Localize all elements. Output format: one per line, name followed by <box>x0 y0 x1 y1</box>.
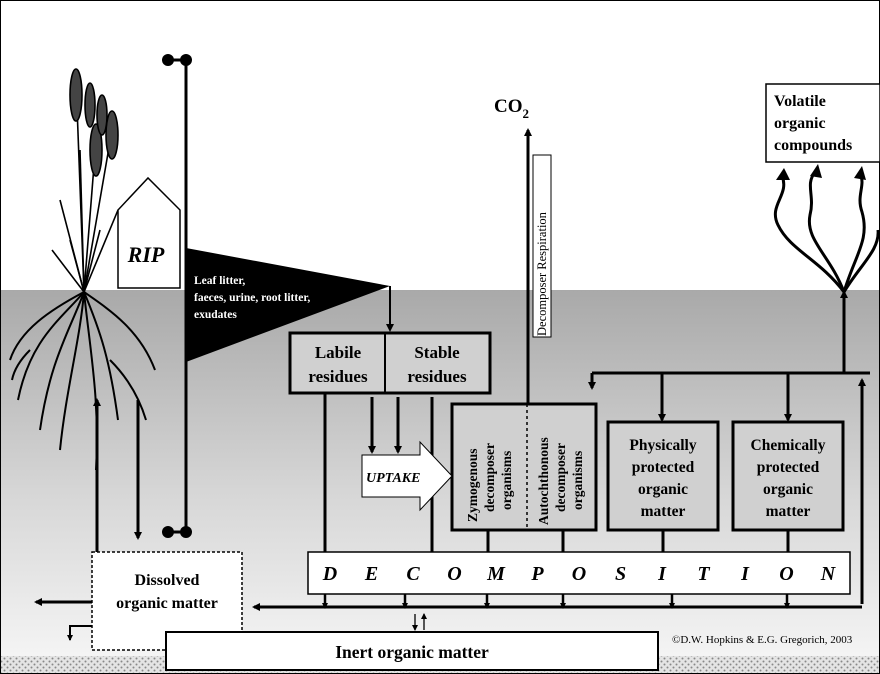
litter-line-3: exudates <box>194 309 237 321</box>
stable-line-2: residues <box>407 367 467 386</box>
decomposition-letter: D <box>322 563 337 585</box>
rip-tombstone-icon: RIP <box>117 176 181 289</box>
chemical-line-4: matter <box>766 503 811 520</box>
decomposition-letter: I <box>657 563 667 585</box>
physical-line-4: matter <box>641 503 686 520</box>
volatile-line-1: Volatile <box>774 93 826 110</box>
dissolved-line-2: organic matter <box>116 595 218 612</box>
respiration-label: Decomposer Respiration <box>535 211 549 336</box>
stable-line-1: Stable <box>414 343 460 362</box>
decomposition-letter: P <box>530 563 544 585</box>
decomposition-letter: S <box>615 563 626 585</box>
decomposition-letter: N <box>820 563 837 585</box>
co2-output: CO2 Decomposer Respiration <box>494 96 552 404</box>
residues-box: Labile residues Stable residues <box>288 331 492 395</box>
volatile-line-2: organic <box>774 115 826 132</box>
decomposition-letter: T <box>697 563 710 585</box>
physical-line-2: protected <box>632 459 695 476</box>
decomposer-organisms-box: Zymogenous decomposer organisms Autochth… <box>450 402 598 532</box>
labile-line-1: Labile <box>315 343 362 362</box>
labile-line-2: residues <box>308 367 368 386</box>
decomposition-letter: E <box>364 563 378 585</box>
decomposition-letter: I <box>740 563 750 585</box>
litter-line-2: faeces, urine, root litter, <box>194 292 310 304</box>
physical-line-3: organic <box>638 481 688 498</box>
physically-protected-box: Physically protected organic matter <box>606 420 720 532</box>
uptake-label: UPTAKE <box>366 471 420 486</box>
chemically-protected-box: Chemically protected organic matter <box>731 420 845 532</box>
zymogenous-line-2: decomposer <box>482 443 497 512</box>
autochthonous-line-1: Autochthonous <box>536 437 551 525</box>
chemical-line-3: organic <box>763 481 813 498</box>
bottom-flow <box>252 603 862 631</box>
physical-line-1: Physically <box>629 437 696 454</box>
litter-line-1: Leaf litter, <box>194 275 245 287</box>
decomposition-letter: M <box>486 563 506 585</box>
uptake-arrow: UPTAKE <box>361 440 453 512</box>
decomposition-letter: O <box>779 563 793 585</box>
co2-label: CO2 <box>494 96 529 121</box>
roots-icon <box>9 291 156 471</box>
decomposition-connectors <box>486 530 790 552</box>
autochthonous-line-3: organisms <box>570 451 585 510</box>
dissolved-flows <box>34 398 142 641</box>
litter-input: Leaf litter, faeces, urine, root litter,… <box>186 248 394 362</box>
volatile-output: Volatile organic compounds <box>765 83 880 372</box>
copyright-text: ©D.W. Hopkins & E.G. Gregorich, 2003 <box>672 634 853 646</box>
dissolved-line-1: Dissolved <box>135 572 200 589</box>
inert-label: Inert organic matter <box>335 642 489 662</box>
decomposition-letter: O <box>572 563 586 585</box>
zymogenous-line-1: Zymogenous <box>465 448 480 522</box>
volatile-line-3: compounds <box>774 137 852 154</box>
zymogenous-line-3: organisms <box>499 451 514 510</box>
decomposition-letter: O <box>447 563 461 585</box>
wheat-plant-icon <box>51 68 119 293</box>
autochthonous-line-2: decomposer <box>553 443 568 512</box>
chemical-line-2: protected <box>757 459 820 476</box>
distribution-lines <box>588 371 870 604</box>
chemical-line-1: Chemically <box>751 437 826 454</box>
decomposition-letter: C <box>406 563 420 585</box>
rip-label: RIP <box>127 242 165 267</box>
inert-organic-matter-box: Inert organic matter <box>165 631 659 671</box>
